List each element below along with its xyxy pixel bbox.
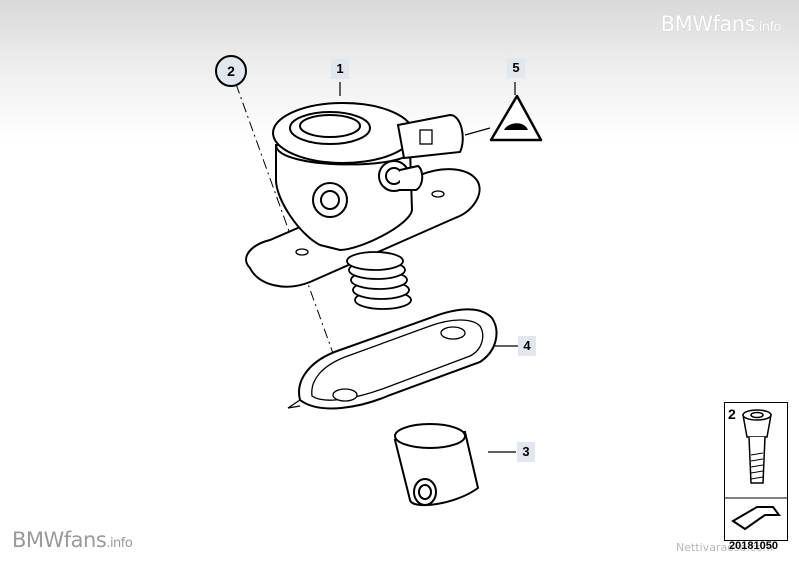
diagram-reference-number: 20181050: [729, 540, 778, 552]
callout-5: 5: [507, 58, 525, 78]
warning-label-part: [489, 94, 543, 142]
watermark-bottom: BMWfans.info: [12, 528, 133, 552]
bolt-inset-box: 2: [724, 402, 788, 541]
inset-number: 2: [728, 406, 736, 422]
callout-1: 1: [331, 59, 349, 79]
callout-3: 3: [517, 442, 535, 462]
leader-5b: [464, 127, 491, 136]
callout-4: 4: [518, 336, 536, 356]
gasket-part: [287, 308, 498, 410]
watermark-top: BMWfans.info: [660, 12, 782, 36]
pump-spring: [346, 251, 412, 310]
high-pressure-pump: [272, 102, 464, 252]
watermark-secondary: Nettivaraosa.com: [676, 541, 774, 554]
sleeve-part: [393, 423, 480, 507]
bolt-icon: [725, 409, 787, 531]
callout-2-circle: 2: [215, 55, 247, 87]
